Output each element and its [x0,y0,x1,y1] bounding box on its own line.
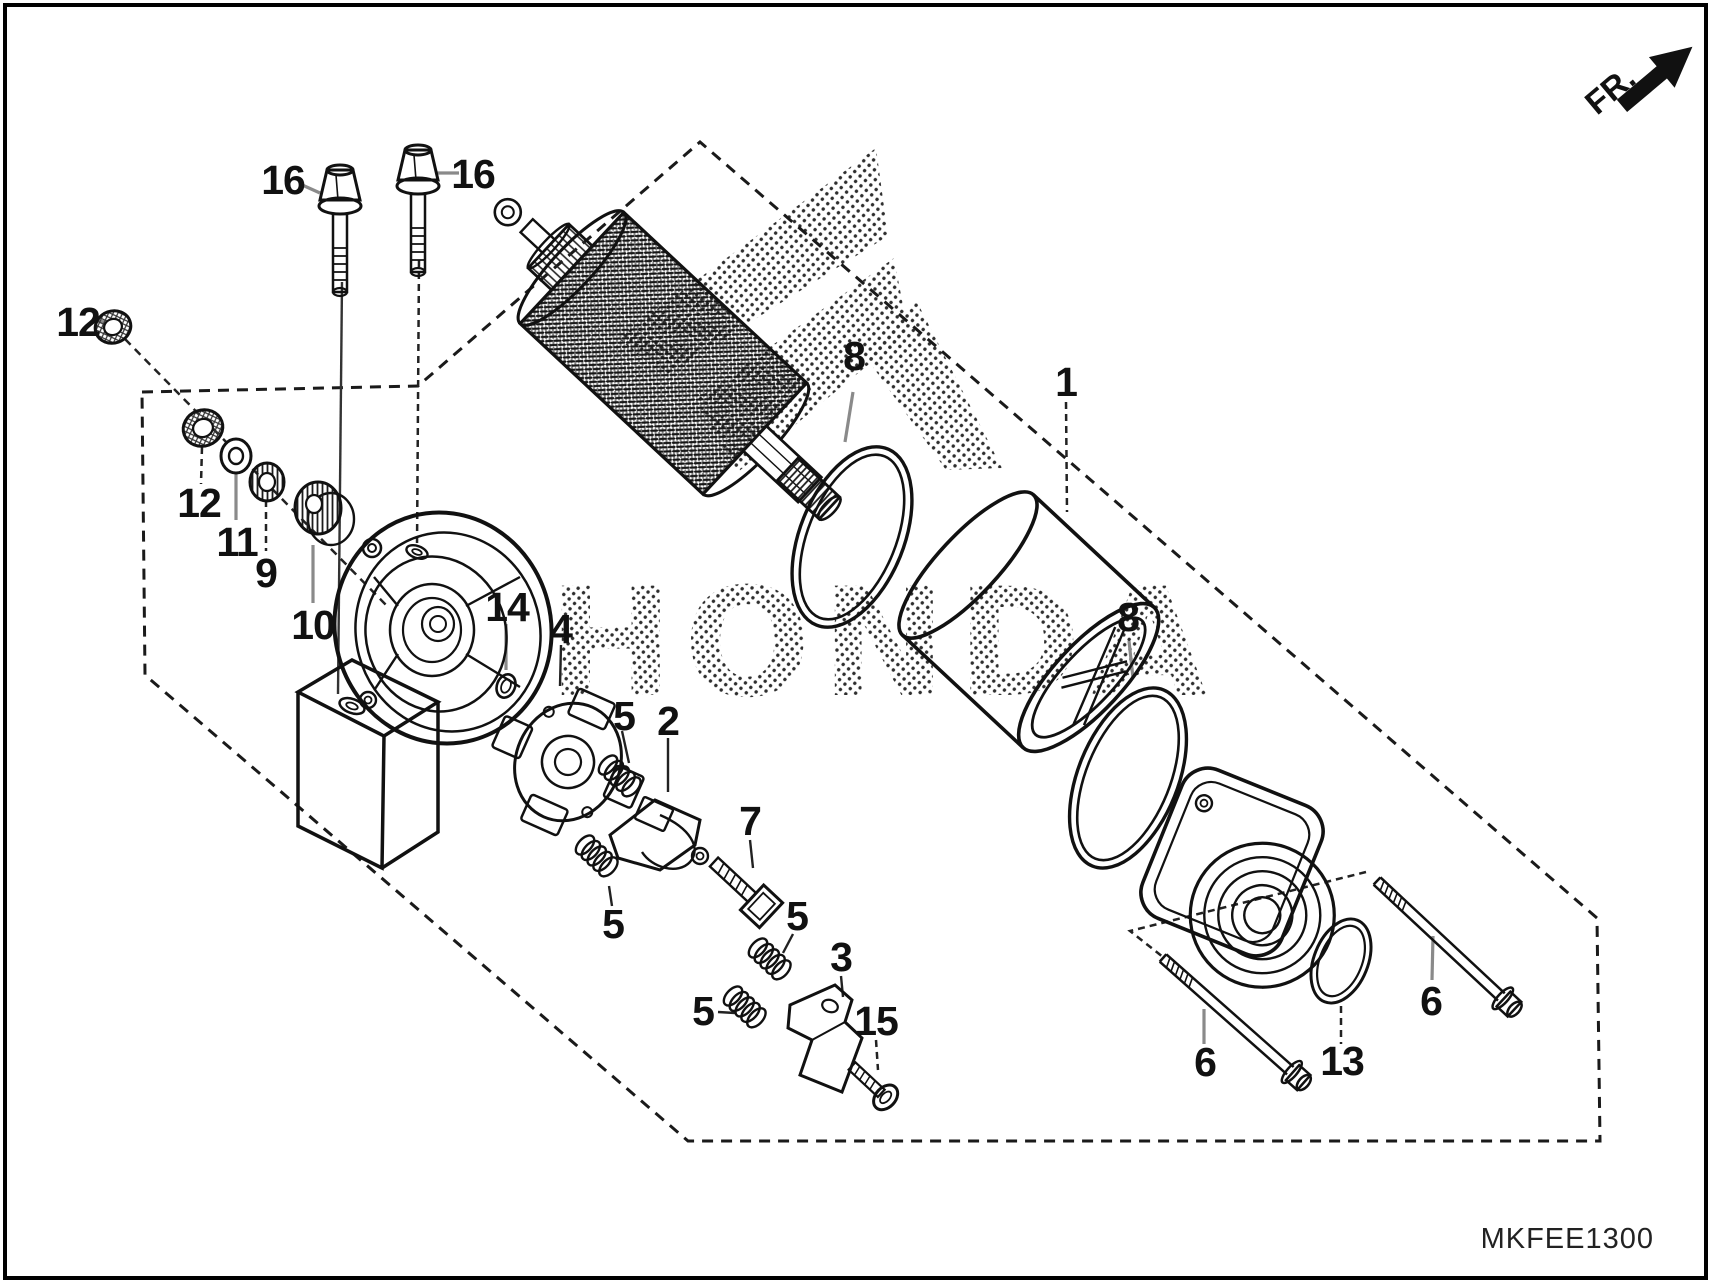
washer-11 [219,437,253,475]
callout-6-left: 6 [1194,1039,1216,1085]
screw-15 [847,1060,900,1112]
starter-gear-10 [293,480,356,547]
callout-14: 14 [485,584,530,630]
callout-8-left: 8 [843,333,865,379]
o-ring-8-rear [1067,686,1189,870]
callout-5-mid: 5 [602,901,624,947]
callout-5-right: 5 [786,893,808,939]
callout-7: 7 [739,798,761,844]
honda-watermark-text: HONDA [548,557,1217,731]
callout-5-upper: 5 [613,693,635,739]
callout-10: 10 [291,602,335,648]
o-ring-14 [495,673,517,699]
assembly-outline-box [140,140,1602,1143]
callout-8-right: 8 [1117,594,1139,640]
fr-arrow-icon [1616,46,1693,112]
o-ring-13 [1309,917,1373,1005]
callout-15: 15 [854,998,898,1044]
brush-holder-plate [491,687,645,837]
carbon-brush-set [608,795,710,872]
callout-16-left: 16 [261,157,305,203]
nut-12-lower [181,408,225,448]
rear-cover [1139,766,1336,989]
page-border [3,3,1708,1280]
terminal-bracket-3 [786,983,864,1094]
mounting-bolt-right [395,143,441,278]
callout-11: 11 [216,519,258,565]
callout-4: 4 [550,606,573,652]
diagram-code: MKFEE1300 [1481,1223,1654,1255]
callout-1: 1 [1055,359,1077,405]
fr-label: FR. [1578,59,1643,122]
yoke-case [897,490,1161,754]
o-ring-8-front [790,445,914,629]
terminal-screw-7 [708,855,785,930]
callout-3: 3 [830,934,852,980]
through-bolt-left [1152,946,1319,1098]
armature [493,197,842,522]
nut-12-upper [93,309,133,345]
front-bracket [294,510,554,871]
brush-spring-mid [571,830,623,881]
brush-spring-lower [719,981,771,1032]
brush-spring-right [744,933,796,984]
leader-lines [94,171,1435,1071]
callout-12-lower: 12 [177,480,221,526]
callout-13: 13 [1320,1038,1364,1084]
lock-nut-9 [248,461,286,503]
callout-9: 9 [255,550,277,596]
callout-12-upper: 12 [56,299,100,345]
callout-2: 2 [657,698,679,744]
callout-5-lower: 5 [692,988,714,1034]
through-bolt-right [1366,869,1529,1025]
callout-16-right: 16 [451,151,495,197]
mounting-bolt-left [317,163,363,298]
callout-6-right: 6 [1420,978,1442,1024]
